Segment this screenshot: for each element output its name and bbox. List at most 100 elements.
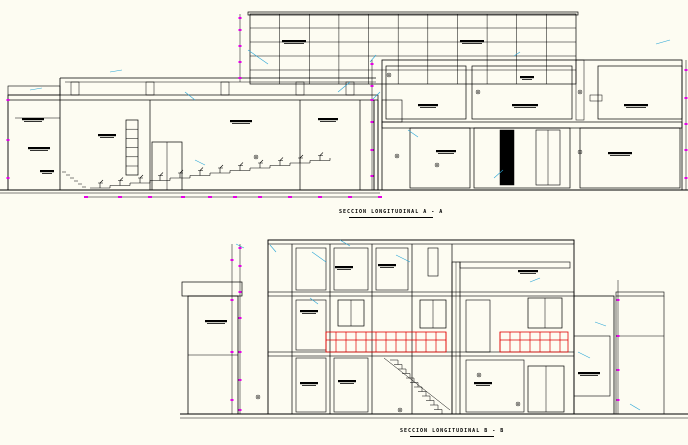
room-label-sub [337, 269, 351, 270]
dimension-tick [84, 196, 88, 198]
cantilever-slab [459, 261, 571, 269]
leader-line [269, 244, 277, 253]
level-marker-dot [579, 91, 581, 93]
room-label-sub [580, 375, 598, 376]
section-b-b-elevation [180, 239, 688, 419]
vertical-dimension-chain [684, 60, 688, 190]
room-label-sub [420, 107, 436, 108]
dimension-tick [208, 196, 212, 198]
wall-panel [295, 247, 327, 291]
room-label-sub [320, 121, 336, 122]
dimension-tick [370, 85, 374, 87]
vent-box [589, 94, 603, 102]
leader-line [655, 39, 671, 45]
dimension-tick [370, 175, 374, 177]
level-marker [434, 162, 440, 168]
level-marker [386, 72, 392, 78]
vertical-dimension-chain [238, 14, 242, 82]
leader-line [395, 254, 411, 263]
dimension-tick [238, 45, 242, 47]
level-marker [475, 89, 481, 95]
dimension-tick [370, 121, 374, 123]
dimension-tick [288, 196, 292, 198]
dimension-tick [6, 99, 10, 101]
roof-slab [267, 239, 575, 245]
parapet-box [427, 247, 439, 277]
leader-line [109, 69, 123, 73]
first-floor-slab [7, 94, 379, 101]
right-annex-roof [615, 291, 665, 297]
vertical-dimension-chain [616, 280, 620, 414]
room-label-sub [438, 153, 454, 154]
room-label-sub [284, 43, 304, 44]
section-a-a-elevation [0, 11, 688, 198]
leader-line [337, 81, 351, 93]
leader-line [513, 51, 521, 57]
dimension-tick [238, 351, 242, 353]
dark-column [499, 129, 515, 186]
ceiling-beam [145, 81, 155, 96]
dimension-tick [148, 196, 152, 198]
dimension-tick [230, 399, 234, 401]
horizontal-dimension-chain [84, 196, 382, 198]
dimension-tick [181, 196, 185, 198]
dimension-tick [238, 291, 242, 293]
dimension-tick [684, 69, 688, 71]
room-label-sub [514, 107, 536, 108]
room-label-sub [302, 385, 316, 386]
leader-line [194, 159, 206, 166]
wall-panel [295, 299, 327, 351]
dimension-tick [230, 259, 234, 261]
room-label [418, 104, 438, 107]
level-marker-dot [478, 374, 480, 376]
seat-icon [238, 162, 244, 171]
leader-line [247, 49, 269, 65]
second-floor-slab [381, 121, 683, 129]
wall-panel [333, 357, 369, 413]
floor-slab [267, 351, 575, 357]
room-upper-2 [471, 65, 573, 120]
dimension-tick [238, 247, 242, 249]
leader-line [371, 91, 381, 101]
room-label [282, 40, 306, 43]
section-a-title: SECCION LONGITUDINAL A - A [339, 209, 444, 218]
curtain-wall-frame [249, 13, 577, 85]
dimension-tick [258, 196, 262, 198]
dimension-tick [238, 17, 242, 19]
seat-icon [138, 174, 144, 183]
dimension-tick [118, 196, 122, 198]
stair-stringer [383, 357, 451, 411]
leader-line [309, 297, 319, 305]
dimension-tick [238, 317, 242, 319]
dimension-tick [684, 97, 688, 99]
vertical-dimension-chain [370, 60, 374, 190]
room-label-sub [42, 173, 52, 174]
right-annex-room [573, 335, 611, 397]
room-label [22, 118, 44, 121]
dimension-tick [238, 61, 242, 63]
section-b-title-underline [410, 436, 495, 437]
room-label-sub [462, 43, 482, 44]
room-label [230, 120, 252, 123]
seat-icon [318, 152, 324, 161]
roof-parapet [247, 11, 579, 16]
leader-line [29, 87, 43, 91]
room-label [28, 147, 50, 150]
leader-line [184, 91, 196, 101]
room-label [300, 310, 318, 313]
vertical-dimension-chain [238, 244, 242, 414]
dimension-tick [616, 335, 620, 337]
level-marker-dot [436, 164, 438, 166]
room-label [40, 170, 54, 173]
room-label [436, 150, 456, 153]
room-label [205, 320, 227, 323]
level-marker [397, 407, 403, 413]
glazed-opening [465, 299, 491, 353]
leader-line [493, 169, 504, 179]
section-a-title-text: SECCION LONGITUDINAL A - A [339, 209, 444, 215]
room-label [378, 264, 396, 267]
dimension-tick [684, 149, 688, 151]
room-label-sub [24, 121, 42, 122]
dimension-tick [684, 177, 688, 179]
